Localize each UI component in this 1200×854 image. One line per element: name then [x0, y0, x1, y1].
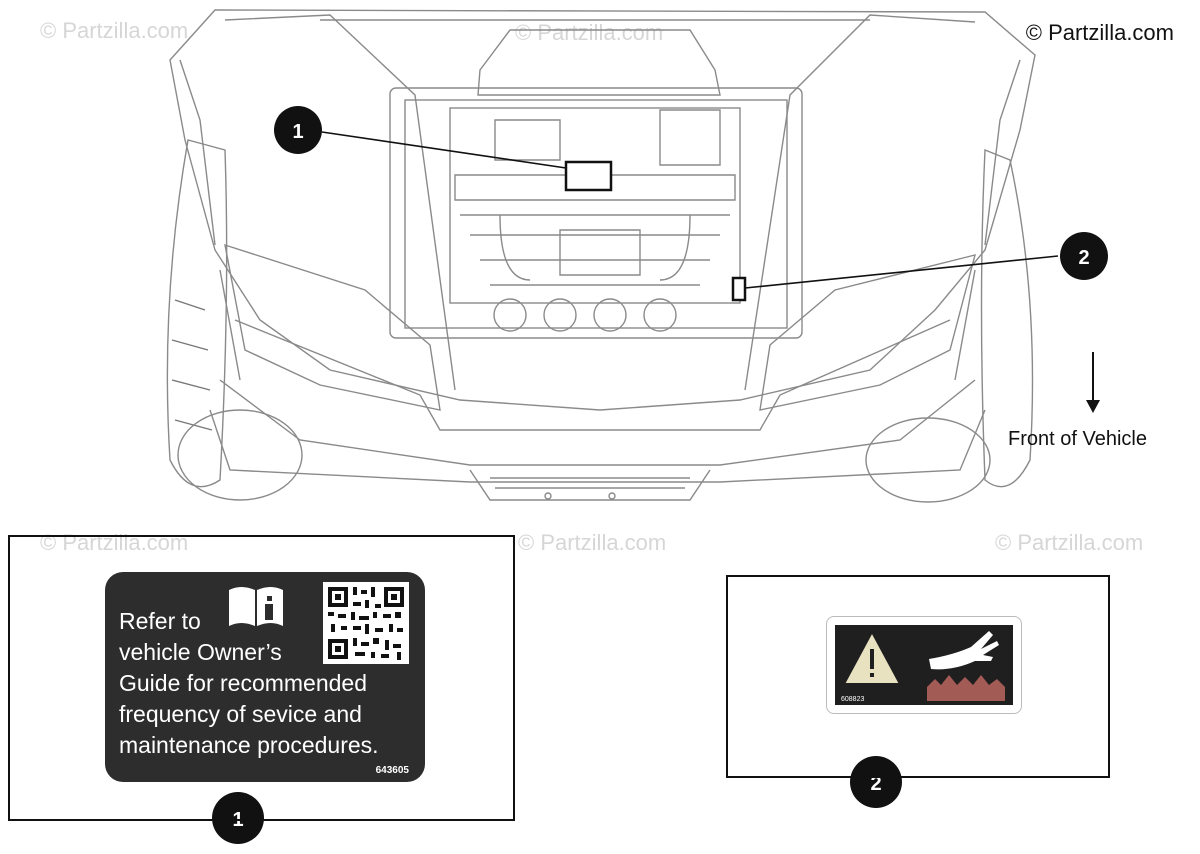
decal-1-part-number: 643605: [375, 765, 409, 776]
callout-2-badge: [1060, 232, 1108, 280]
front-arrow-icon: [1086, 352, 1100, 413]
callout-2-leader: [731, 255, 1059, 302]
detail-2-number: 2: [870, 773, 881, 795]
callout-1-leader: [321, 131, 613, 192]
watermark: © Partzilla.com: [40, 18, 189, 43]
detail-2-badge: [850, 756, 902, 808]
callout-2-number: 2: [1078, 247, 1089, 269]
copyright-text: © Partzilla.com: [1025, 20, 1174, 45]
decal-1-line: frequency of sevice and: [119, 701, 362, 727]
detail-1-badge: [212, 792, 264, 844]
watermark: © Partzilla.com: [40, 530, 189, 555]
qr-code: [323, 582, 409, 664]
warning-triangle-icon: [842, 629, 902, 685]
callout-1-number: 1: [292, 121, 303, 143]
decal-1-line: vehicle Owner’s: [119, 639, 282, 665]
front-of-vehicle-label: Front of Vehicle: [1008, 428, 1147, 450]
decal-1-line: maintenance procedures.: [119, 732, 379, 758]
watermark: © Partzilla.com: [995, 530, 1144, 555]
watermark: © Partzilla.com: [515, 20, 664, 45]
decal-1-line: Refer to: [119, 608, 201, 634]
decal-1-text: Refer to vehicle Owner’s Guide for recom…: [119, 606, 379, 761]
decal-2-detail-box: [726, 575, 1110, 778]
decal-1: Refer to vehicle Owner’s Guide for recom…: [105, 572, 425, 782]
decal-2-part-number: 608823: [841, 696, 865, 703]
callout-1-badge: [274, 106, 322, 154]
owners-manual-icon: [229, 587, 283, 626]
watermark: © Partzilla.com: [518, 530, 667, 555]
decal-1-line: Guide for recommended: [119, 670, 368, 696]
decal-2: 608823: [826, 616, 1022, 714]
decal-1-detail-box: [8, 535, 515, 821]
hand-hazard-icon: [927, 631, 1005, 701]
